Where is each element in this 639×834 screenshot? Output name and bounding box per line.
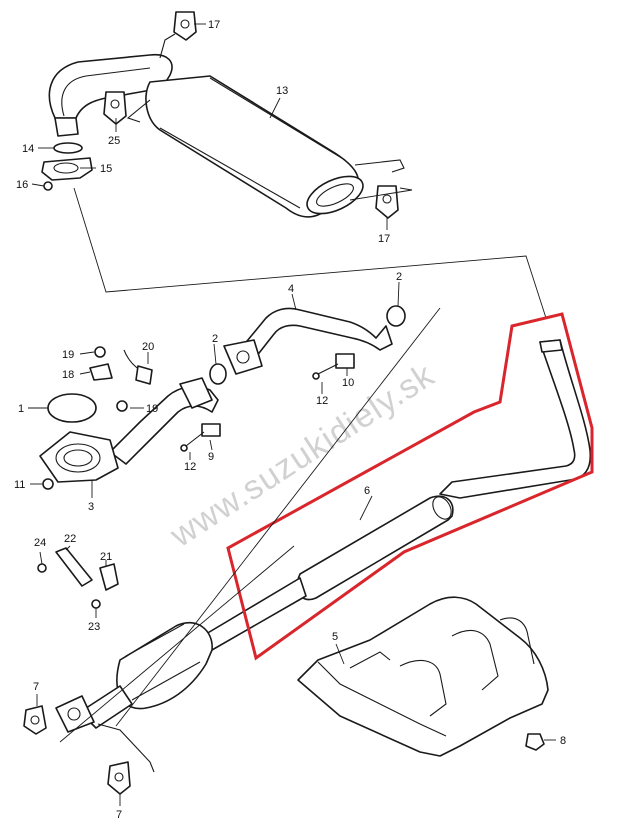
label-3: 3 (88, 501, 94, 513)
label-16: 16 (16, 179, 28, 191)
highlight-outline (226, 312, 594, 661)
label-7-upper: 7 (33, 681, 39, 693)
label-14: 14 (22, 143, 34, 155)
part-labels: 17 13 14 25 15 16 17 2 4 2 20 19 10 18 1… (14, 19, 566, 821)
spring-bolt-10[interactable] (312, 353, 355, 380)
bolt-19-lower[interactable] (116, 400, 128, 412)
leader-lines (28, 23, 556, 806)
gasket-1[interactable] (47, 393, 97, 423)
rubber-hanger-7-lower[interactable] (107, 761, 131, 795)
clamp-15[interactable] (41, 157, 93, 181)
label-11: 11 (14, 479, 25, 491)
routing-line (73, 187, 547, 319)
label-19-lower: 19 (146, 403, 158, 415)
rubber-hanger-25[interactable] (103, 91, 127, 125)
label-17-top: 17 (208, 19, 220, 31)
label-22: 22 (64, 533, 76, 545)
rubber-hanger-17-top[interactable] (173, 11, 197, 41)
bolt-23[interactable] (91, 599, 101, 609)
gasket-14[interactable] (53, 142, 83, 154)
bracket-22[interactable] (55, 547, 93, 587)
label-23: 23 (88, 621, 100, 633)
label-2-left: 2 (212, 333, 218, 345)
label-15: 15 (100, 163, 112, 175)
label-17-right: 17 (378, 233, 390, 245)
label-6: 6 (364, 485, 370, 497)
label-21: 21 (100, 551, 112, 563)
rubber-hanger-17-right[interactable] (375, 185, 399, 219)
label-19-top: 19 (62, 349, 74, 361)
label-12-right: 12 (316, 395, 328, 407)
label-2-right: 2 (396, 271, 402, 283)
center-pipe-6[interactable] (205, 339, 592, 651)
label-10: 10 (342, 377, 354, 389)
routing-line-front (349, 187, 413, 201)
rubber-hanger-7-upper[interactable] (23, 705, 47, 735)
intermediate-pipe-4[interactable] (223, 307, 393, 375)
label-24: 24 (34, 537, 46, 549)
label-1: 1 (18, 403, 24, 415)
gasket-2-left[interactable] (209, 363, 227, 385)
spring-bolt-9[interactable] (180, 423, 221, 452)
label-7-lower: 7 (116, 809, 122, 821)
label-8: 8 (560, 735, 566, 747)
catalytic-converter[interactable] (55, 621, 213, 773)
label-20: 20 (142, 341, 154, 353)
rear-muffler-assembly[interactable] (48, 33, 405, 221)
bolt-11[interactable] (42, 478, 54, 490)
gasket-2-right[interactable] (386, 305, 406, 327)
bolt-19-top[interactable] (94, 346, 106, 358)
nut-8[interactable] (525, 733, 545, 751)
label-18: 18 (62, 369, 74, 381)
clip-21[interactable] (99, 563, 119, 591)
label-12-left: 12 (184, 461, 196, 473)
label-4: 4 (288, 283, 294, 295)
label-25: 25 (108, 135, 120, 147)
bolt-24[interactable] (37, 563, 47, 573)
front-pipe-3[interactable] (39, 377, 219, 483)
oxygen-sensor-20[interactable] (123, 349, 153, 385)
label-13: 13 (276, 85, 288, 97)
heat-shield-5[interactable] (297, 596, 549, 757)
bolt-16[interactable] (43, 181, 53, 191)
label-9: 9 (208, 451, 214, 463)
label-5: 5 (332, 631, 338, 643)
bracket-18[interactable] (89, 363, 113, 381)
